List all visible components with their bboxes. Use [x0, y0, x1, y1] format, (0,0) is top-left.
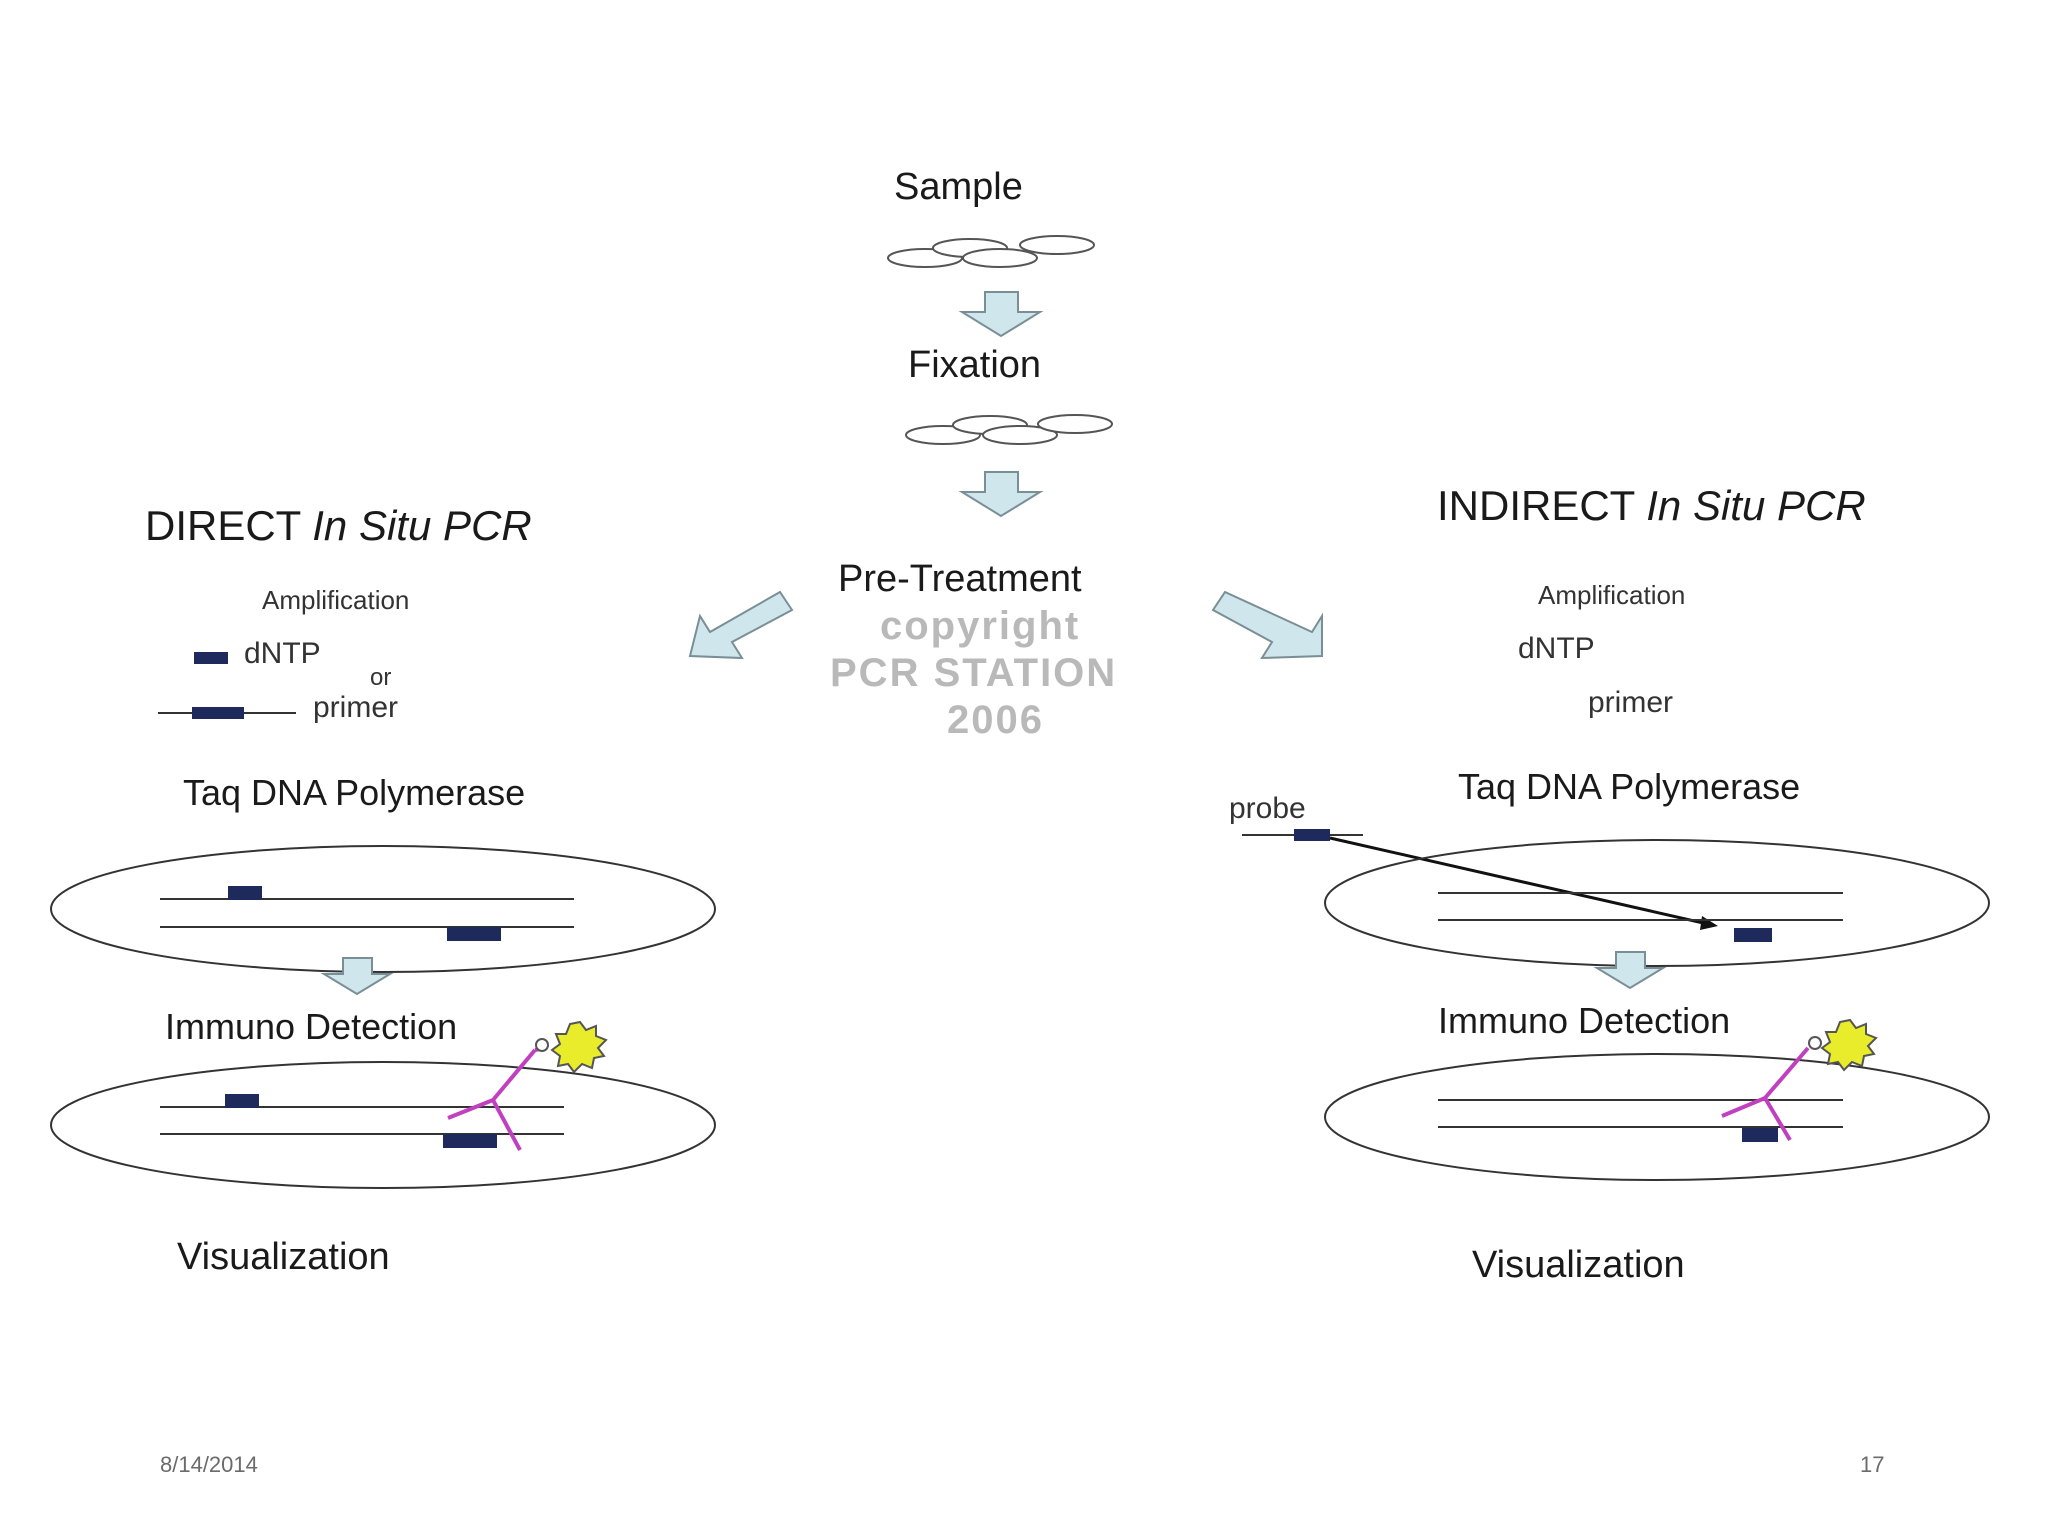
watermark-line-1: copyright [880, 604, 1081, 648]
indirect-amplification-label: Amplification [1538, 580, 1686, 610]
direct-dntp-label: dNTP [244, 637, 321, 670]
enzyme-star-icon [550, 1020, 608, 1074]
indirect-amplification-cell [1324, 839, 1990, 967]
indirect-primer-label: primer [1588, 686, 1674, 719]
antibody-icon [1721, 1046, 1810, 1142]
indirect-title-italic: In Situ PCR [1646, 482, 1866, 529]
probe-marker-icon [1242, 829, 1363, 841]
down-arrow-icon [958, 291, 1044, 338]
fixation-label: Fixation [908, 344, 1042, 386]
direct-title-plain: DIRECT [145, 502, 313, 549]
sample-label: Sample [894, 166, 1023, 208]
direct-visualization-label: Visualization [177, 1236, 390, 1278]
pretreatment-label: Pre-Treatment [838, 558, 1082, 600]
watermark-line-3: 2006 [947, 698, 1044, 742]
indirect-title-plain: INDIRECT [1437, 482, 1647, 529]
indirect-dntp-label: dNTP [1518, 632, 1595, 665]
enzyme-star-icon [1820, 1018, 1878, 1072]
right-diagonal-arrow-icon [1211, 590, 1323, 660]
direct-title-italic: In Situ PCR [312, 502, 532, 549]
direct-amplification-label: Amplification [262, 585, 410, 615]
direct-or-label: or [370, 664, 392, 691]
label-hook-icon [1808, 1036, 1822, 1050]
direct-polymerase-label: Taq DNA Polymerase [183, 772, 526, 813]
slide-number: 17 [1860, 1452, 1885, 1477]
down-arrow-icon [958, 471, 1044, 518]
label-hook-icon [535, 1038, 549, 1052]
direct-visualization-cell [50, 1061, 716, 1189]
dntp-marker-icon [194, 652, 228, 664]
indirect-probe-label: probe [1229, 792, 1306, 825]
watermark-line-2: PCR STATION [830, 651, 1118, 695]
down-arrow-icon [1593, 951, 1667, 990]
probe-pointer-arrow-icon [1329, 836, 1718, 930]
indirect-visualization-label: Visualization [1472, 1244, 1685, 1286]
primer-marker-icon [158, 707, 296, 719]
indirect-visualization-cell [1324, 1053, 1990, 1181]
direct-primer-label: primer [313, 691, 399, 724]
down-arrow-icon [320, 957, 394, 996]
indirect-title: INDIRECT In Situ PCR [1437, 482, 1866, 530]
direct-amplification-cell [50, 845, 716, 973]
sample-cells-icon [887, 235, 1095, 268]
direct-immuno-label: Immuno Detection [165, 1006, 458, 1047]
footer-date: 8/14/2014 [160, 1452, 258, 1477]
indirect-polymerase-label: Taq DNA Polymerase [1458, 766, 1801, 807]
left-diagonal-arrow-icon [688, 590, 794, 660]
direct-title: DIRECT In Situ PCR [145, 502, 532, 550]
fixed-cells-icon [905, 414, 1113, 445]
indirect-immuno-label: Immuno Detection [1438, 1000, 1731, 1041]
